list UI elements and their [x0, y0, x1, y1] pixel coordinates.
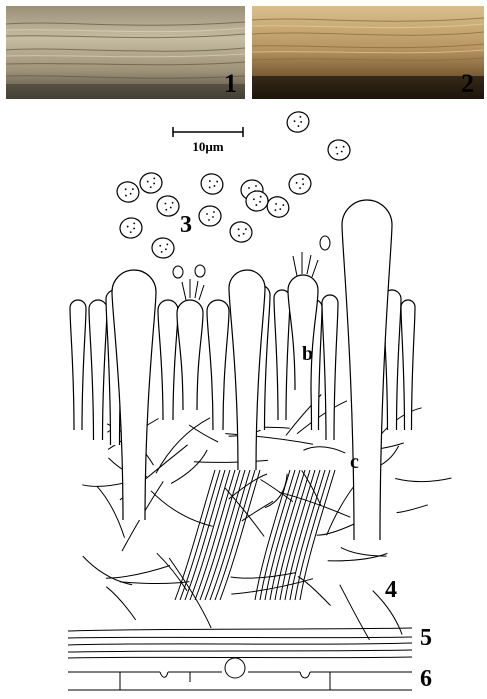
spore: [228, 219, 254, 244]
spore: [284, 109, 312, 135]
paraphysis: [207, 300, 229, 430]
hypha: [106, 587, 135, 620]
label-layer-6: 6: [420, 666, 432, 692]
paraphysis: [229, 270, 265, 470]
hypha: [297, 401, 347, 434]
spore: [138, 171, 163, 195]
label-cystidium: c: [350, 451, 359, 473]
paraphysis: [158, 300, 178, 420]
hypha: [340, 585, 370, 640]
hypha: [120, 582, 190, 584]
scale-bar-label: 10μm: [192, 139, 223, 154]
hypha: [171, 450, 207, 484]
label-spores: 3: [180, 212, 192, 238]
hypha: [106, 566, 170, 579]
cystidium: [342, 200, 392, 540]
hypha: [298, 577, 331, 606]
hypha: [303, 447, 345, 453]
hypha: [185, 470, 225, 600]
spore: [118, 216, 143, 240]
cortex-layers: [68, 628, 412, 690]
paraphysis: [89, 300, 107, 440]
label-basidium: b: [302, 343, 313, 365]
spore: [151, 237, 175, 259]
hypha: [169, 558, 211, 628]
hypha: [180, 470, 220, 600]
paraphysis: [274, 290, 290, 420]
spore: [264, 193, 292, 220]
hypha: [83, 556, 132, 585]
hypha: [97, 486, 124, 537]
hypha: [395, 478, 451, 482]
spore: [287, 171, 313, 196]
hypha: [260, 470, 295, 600]
label-layer-5: 5: [420, 625, 432, 651]
hypha: [328, 553, 388, 560]
cystidium: [112, 270, 156, 520]
label-subhymenium: 4: [385, 577, 397, 603]
hypha: [397, 505, 428, 513]
basidium: [177, 300, 203, 410]
hypha: [157, 553, 187, 591]
hypha: [261, 480, 293, 502]
hypha: [341, 547, 387, 556]
hypha: [175, 470, 215, 600]
paraphysis: [322, 295, 338, 440]
paraphysis: [70, 300, 86, 430]
spore: [198, 171, 226, 197]
hypha: [225, 488, 264, 537]
spore: [199, 206, 221, 226]
scale-bar: 10μm: [173, 127, 243, 154]
spore: [326, 138, 351, 162]
hypha: [377, 408, 422, 439]
hymenial-elements: [70, 200, 415, 540]
hypha: [194, 460, 268, 462]
hypha: [156, 418, 210, 474]
spore: [115, 179, 141, 204]
hypha: [255, 470, 290, 600]
spore: [155, 194, 180, 218]
